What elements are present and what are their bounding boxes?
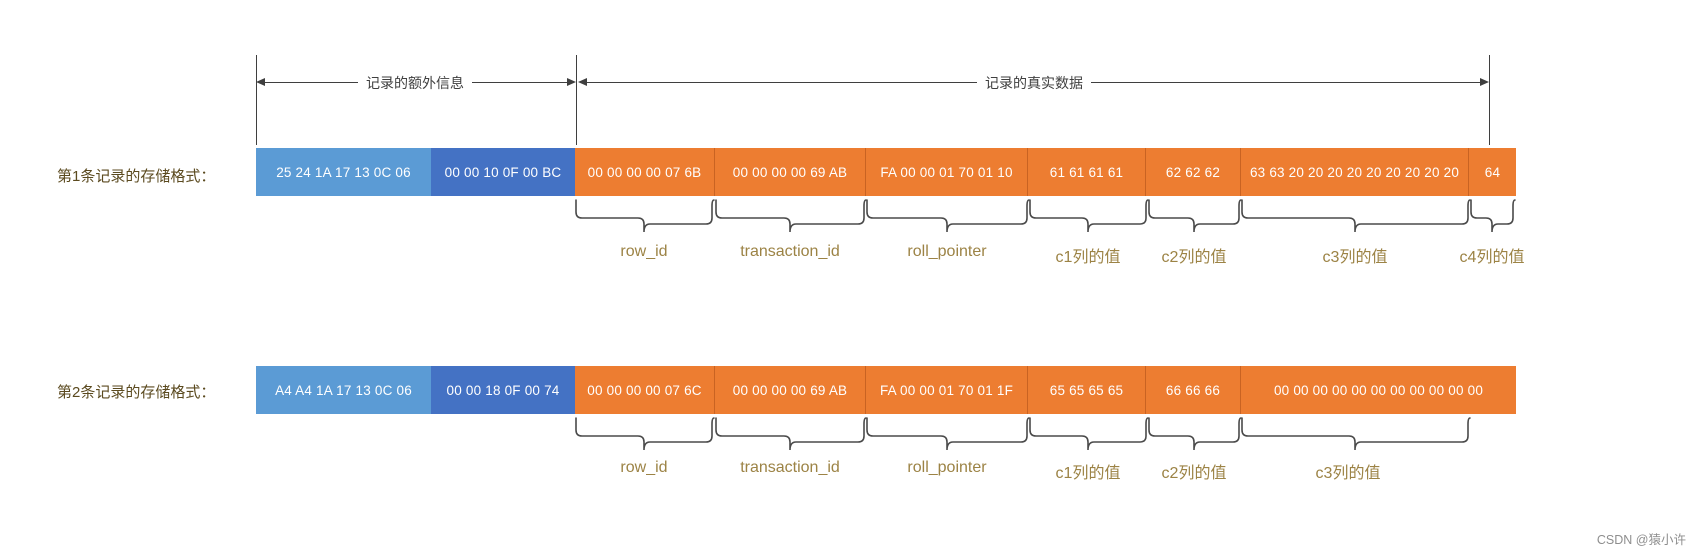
band2-arrowhead-left — [578, 78, 587, 86]
band1-label: 记录的额外信息 — [358, 73, 472, 93]
row-2-brace-label-transaction-id: transaction_id — [740, 459, 840, 476]
row-1-label: 第1条记录的存储格式： — [57, 168, 216, 185]
row-2-extra-cell-1[interactable]: 00 00 18 0F 00 74 — [431, 366, 575, 414]
row-2-data-cell-c1[interactable]: 65 65 65 65 — [1028, 366, 1146, 414]
top-arrow-band: 记录的额外信息 记录的真实数据 — [0, 0, 1694, 145]
row-2-brace-label-c1: c1列的值 — [1055, 465, 1121, 482]
row-1-brace-label-roll-pointer: roll_pointer — [907, 243, 987, 260]
row-2-data-cell-row-id[interactable]: 00 00 00 00 07 6C — [575, 366, 715, 414]
band2-arrowhead-right — [1480, 78, 1489, 86]
row-1-brace-label-c1: c1列的值 — [1055, 249, 1121, 266]
row-1-data-cell-c3[interactable]: 63 63 20 20 20 20 20 20 20 20 20 — [1241, 148, 1469, 196]
watermark: CSDN @猿小许 — [1596, 533, 1686, 547]
row-1-strip: 25 24 1A 17 13 0C 06 00 00 10 0F 00 BC 0… — [256, 148, 1516, 196]
row-1-data-cell-row-id[interactable]: 00 00 00 00 07 6B — [575, 148, 715, 196]
row-1-extra-cell-0[interactable]: 25 24 1A 17 13 0C 06 — [256, 148, 431, 196]
band-tick-mid — [576, 55, 577, 145]
row-1-brace-label-transaction-id: transaction_id — [740, 243, 840, 260]
row-1-brace-label-row-id: row_id — [620, 243, 668, 260]
band1-arrowhead-right — [567, 78, 576, 86]
row-2-brace-label-c3: c3列的值 — [1315, 465, 1381, 482]
row-2-brace-label-c2: c2列的值 — [1161, 465, 1227, 482]
row-1-extra-cell-1[interactable]: 00 00 10 0F 00 BC — [431, 148, 575, 196]
row-1-data-cell-roll-pointer[interactable]: FA 00 00 01 70 01 10 — [866, 148, 1028, 196]
row-2-brace-label-row-id: row_id — [620, 459, 668, 476]
row-1-data-cell-c1[interactable]: 61 61 61 61 — [1028, 148, 1146, 196]
row-1-brace-label-c3: c3列的值 — [1322, 249, 1388, 266]
row-2-label: 第2条记录的存储格式： — [57, 384, 216, 401]
row-1-brace-label-c2: c2列的值 — [1161, 249, 1227, 266]
row-1-data-cell-c2[interactable]: 62 62 62 — [1146, 148, 1241, 196]
band1-arrowhead-left — [256, 78, 265, 86]
row-2-extra-cell-0[interactable]: A4 A4 1A 17 13 0C 06 — [256, 366, 431, 414]
row-2-braces — [575, 417, 1471, 451]
band2-label: 记录的真实数据 — [977, 73, 1091, 93]
row-2-data-cell-c2[interactable]: 66 66 66 — [1146, 366, 1241, 414]
band-tick-right — [1489, 55, 1490, 145]
row-1-data-cell-c4[interactable]: 64 — [1469, 148, 1516, 196]
row-2-strip: A4 A4 1A 17 13 0C 06 00 00 18 0F 00 74 0… — [256, 366, 1516, 414]
row-2-data-cell-roll-pointer[interactable]: FA 00 00 01 70 01 1F — [866, 366, 1028, 414]
row-2-data-cell-transaction-id[interactable]: 00 00 00 00 69 AB — [715, 366, 866, 414]
row-1-braces — [575, 199, 1516, 233]
row-2-data-cell-c3[interactable]: 00 00 00 00 00 00 00 00 00 00 00 — [1241, 366, 1516, 414]
row-1-brace-label-c4: c4列的值 — [1459, 249, 1525, 266]
row-2-brace-label-roll-pointer: roll_pointer — [907, 459, 987, 476]
row-1-data-cell-transaction-id[interactable]: 00 00 00 00 69 AB — [715, 148, 866, 196]
band-tick-left — [256, 55, 257, 145]
